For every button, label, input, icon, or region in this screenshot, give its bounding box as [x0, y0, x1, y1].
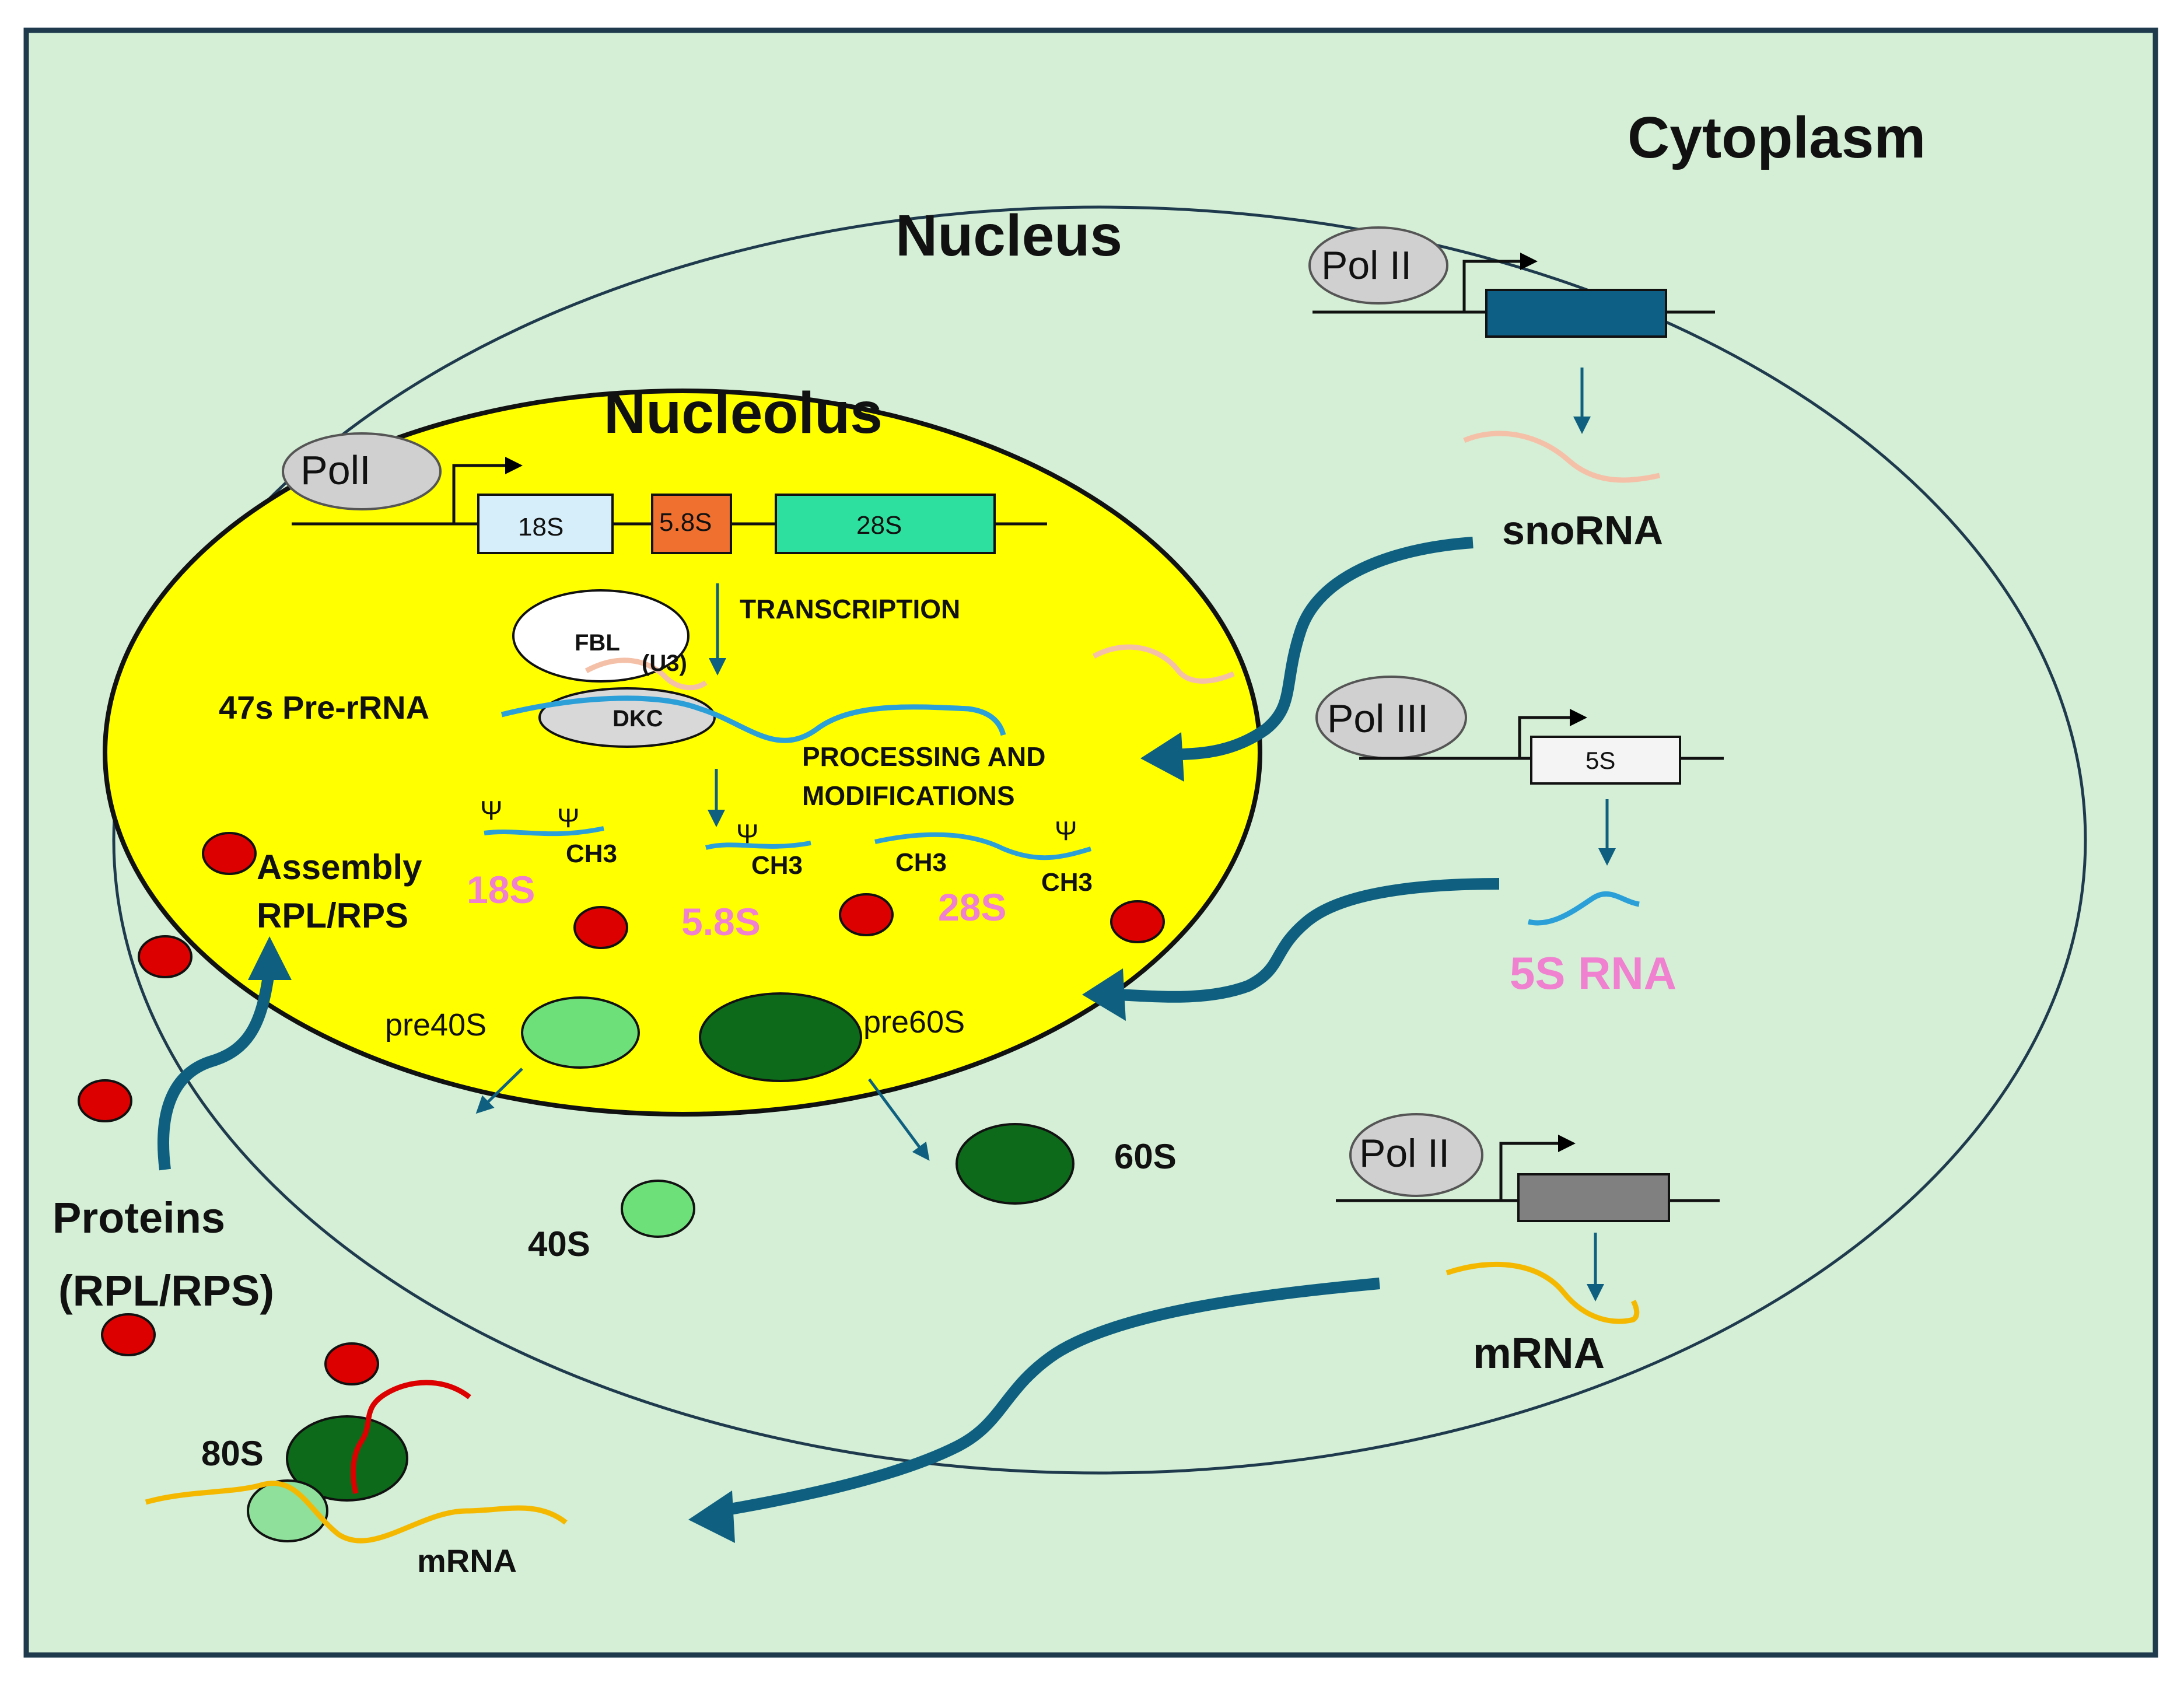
ribosomal-protein: [839, 893, 894, 936]
pre-rrna-label: 47s Pre-rRNA: [219, 689, 429, 726]
rrna-28s-label: 28S: [938, 886, 1006, 929]
mrna-gene-box: [1517, 1173, 1670, 1222]
5s-rna-label: 5S RNA: [1510, 947, 1676, 999]
ribosome-80s-large: [286, 1415, 408, 1502]
pre60s-label: pre60S: [863, 1005, 965, 1040]
fbl-protein: [512, 589, 690, 683]
pol-ii-bottom-promoter-arrow: [1499, 1135, 1576, 1201]
cytoplasm-label: Cytoplasm: [1628, 105, 1926, 170]
gene-58s-label: 5.8S: [659, 508, 712, 537]
nucleus-label: Nucleus: [895, 203, 1122, 268]
snorna-in-nucleolus: [1092, 644, 1235, 684]
gene-58s-box: [651, 494, 732, 554]
mrna-export-arrow: [719, 1278, 1380, 1517]
nascent-peptide: [351, 1380, 471, 1495]
pol-ii-bottom-enzyme: [1349, 1113, 1483, 1197]
rrna-58s-label: 5.8S: [681, 900, 761, 943]
mrna-export-arrowhead: [688, 1490, 735, 1543]
proteins-label-line1: Proteins: [52, 1194, 225, 1242]
subunit-60s-label: 60S: [1114, 1137, 1177, 1176]
pol-i-label: PolI: [300, 447, 371, 493]
pol-ii-top-promoter-arrow: [1462, 253, 1538, 312]
pol-ii-bottom-label: Pol II: [1359, 1131, 1450, 1175]
pre-rrna-strand: [501, 695, 1006, 743]
psi-58s: Ψ: [736, 818, 758, 849]
proteins-label-line2: (RPL/RPS): [58, 1266, 274, 1315]
5s-gene-box: [1530, 736, 1681, 785]
snorna-import-arrow: [1166, 537, 1474, 761]
ribosomal-protein: [78, 1079, 132, 1122]
psi-18s-b: Ψ: [557, 803, 579, 833]
ribosome-80s-label: 80S: [201, 1434, 264, 1473]
ribosomal-protein: [138, 935, 192, 978]
translated-mrna: [145, 1481, 568, 1544]
pre60s-particle: [699, 992, 862, 1082]
pre60s-export-arrow: [867, 1078, 930, 1161]
rrna-28s-fragment: [874, 832, 1092, 860]
ribosomal-protein: [573, 906, 628, 949]
5s-rna-strand: [1527, 891, 1640, 926]
5s-rna-import-arrowhead: [1082, 968, 1126, 1021]
5s-gene-label: 5S: [1586, 747, 1615, 774]
ch3-28s-a: CH3: [895, 848, 947, 877]
psi-28s: Ψ: [1055, 816, 1077, 846]
processing-label-line2: MODIFICATIONS: [802, 781, 1015, 811]
5s-rna-import-arrow: [1111, 878, 1500, 1003]
ribosome-80s-small: [247, 1479, 328, 1542]
pol-ii-top-label: Pol II: [1321, 243, 1412, 288]
rrna-18s-fragment: [484, 826, 604, 837]
gene-18s-label: 18S: [518, 513, 564, 541]
rrna-58s-fragment: [705, 841, 811, 850]
ribosomal-protein: [324, 1342, 379, 1385]
gene-28s-box: [775, 494, 996, 554]
u3-snorna-strand: [584, 657, 708, 691]
nucleolus-label: Nucleolus: [604, 380, 883, 446]
processing-label-line1: PROCESSING AND: [802, 741, 1045, 772]
ch3-58s: CH3: [751, 851, 803, 880]
snorna-gene-box: [1485, 289, 1667, 338]
ribosomal-protein: [1110, 900, 1165, 943]
ribosomal-protein: [202, 832, 257, 875]
nucleolus-body: [103, 389, 1262, 1117]
ch3-18s: CH3: [566, 839, 617, 868]
gene-18s-box: [477, 494, 614, 554]
psi-18s-a: Ψ: [480, 795, 502, 825]
pol-ii-top-enzyme: [1308, 226, 1448, 305]
pre40s-label: pre40S: [385, 1007, 487, 1042]
protein-import-arrowhead: [248, 936, 292, 980]
cytoplasm-mrna-label: mRNA: [417, 1542, 517, 1579]
assembly-label-line1: Assembly: [257, 848, 422, 887]
nuclear-mrna-strand: [1446, 1261, 1640, 1324]
pre40s-export-arrow: [475, 1068, 523, 1114]
pol-i-promoter-arrow: [452, 457, 523, 524]
assembly-label-line2: RPL/RPS: [257, 896, 408, 935]
nuclear-mrna-label: mRNA: [1473, 1329, 1605, 1377]
ch3-28s-b: CH3: [1041, 868, 1093, 897]
dkc-label: DKC: [612, 706, 663, 732]
u3-label: (U3): [642, 650, 687, 676]
snorna-label: snoRNA: [1502, 508, 1663, 553]
snorna-import-arrowhead: [1140, 732, 1184, 782]
pol-i-enzyme: [282, 432, 442, 510]
protein-import-arrow: [158, 967, 275, 1171]
subunit-40s: [621, 1180, 695, 1238]
rrna-18s-label: 18S: [467, 868, 535, 911]
subunit-60s: [956, 1123, 1074, 1205]
pol-iii-label: Pol III: [1327, 697, 1429, 741]
pol-iii-promoter-arrow: [1518, 709, 1587, 758]
ribosomal-protein: [101, 1313, 156, 1356]
fbl-label: FBL: [575, 630, 620, 656]
transcription-label: TRANSCRIPTION: [740, 594, 960, 624]
gene-28s-label: 28S: [856, 511, 902, 540]
pre40s-particle: [521, 996, 640, 1069]
snorna-strand: [1463, 431, 1661, 483]
subunit-40s-label: 40S: [528, 1224, 590, 1264]
